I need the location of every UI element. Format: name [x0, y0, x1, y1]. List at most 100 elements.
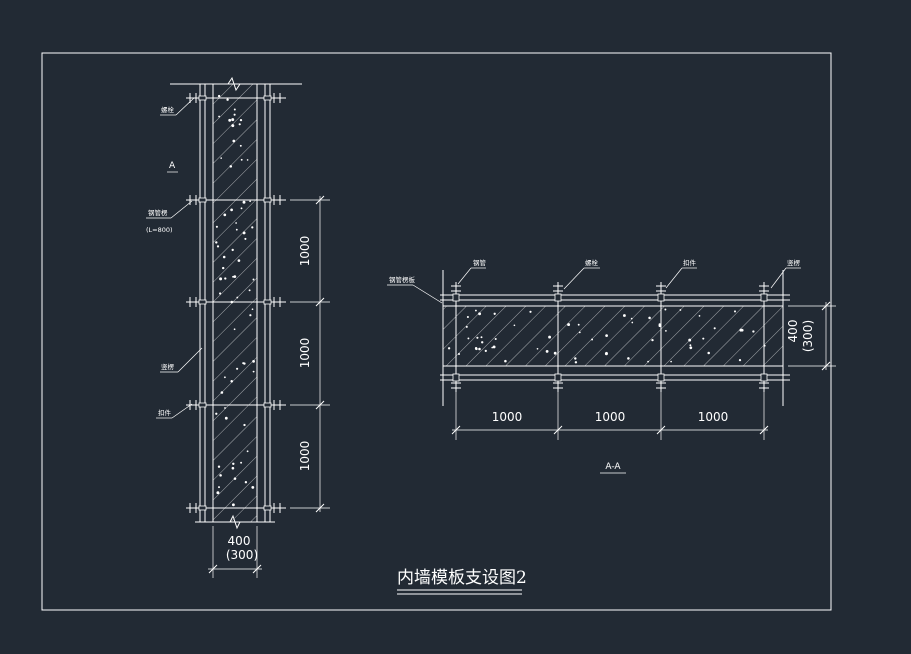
aggregate-dot: [647, 360, 649, 363]
aggregate-dot: [529, 310, 532, 313]
drawing-title-block: 内墙模板支设图2: [397, 568, 527, 595]
aggregate-dot: [224, 407, 226, 409]
sec-spacing-1: 1000: [492, 410, 523, 424]
aggregate-dot: [702, 337, 705, 340]
aggregate-dot: [242, 231, 246, 235]
sec-spacing-2: 1000: [595, 410, 626, 424]
label-length: (L=800): [146, 226, 173, 234]
aggregate-dot: [707, 351, 710, 355]
tie-bolts: [186, 93, 286, 513]
aggregate-dot: [252, 360, 255, 363]
wall-section-a-a: [440, 270, 790, 406]
aggregate-dot: [689, 344, 692, 347]
aggregate-dot: [232, 139, 236, 143]
aggregate-dot: [242, 200, 246, 204]
section-spacing-dimension: 1000 1000 1000: [451, 384, 769, 440]
aggregate-dot: [224, 277, 227, 280]
aggregate-dot: [231, 466, 235, 470]
aggregate-dot: [484, 349, 487, 353]
aggregate-dot: [574, 357, 577, 360]
aggregate-dot: [648, 316, 651, 320]
aggregate-dot: [236, 367, 239, 370]
aggregate-dot: [651, 338, 654, 342]
section-wale-pipe: [657, 373, 665, 382]
aggregate-dot: [233, 328, 236, 331]
wale-pipe: [263, 505, 272, 511]
aggregate-dot: [216, 491, 220, 495]
aggregate-dot: [591, 338, 594, 341]
section-marker-a: A: [169, 161, 176, 171]
label-fastener: 扣件: [158, 408, 172, 417]
wall-elevation: [170, 76, 302, 530]
elev-width: 400: [228, 534, 251, 548]
wale-pipe: [263, 402, 272, 408]
elev-spacing-2: 1000: [298, 338, 312, 369]
aggregate-dot: [220, 157, 222, 159]
section-wale-pipe: [554, 373, 562, 382]
aggregate-dot: [513, 324, 516, 327]
aggregate-dot: [251, 226, 254, 229]
aggregate-dot: [239, 144, 242, 147]
label-vertical-stud: 竖楞: [161, 362, 175, 371]
aggregate-dot: [474, 346, 478, 350]
wale-pipe: [198, 299, 207, 305]
aggregate-dot: [231, 118, 235, 122]
sec-label-steel-pipe: 钢管: [473, 258, 487, 267]
aggregate-dot: [230, 379, 233, 383]
aggregate-dot: [494, 337, 497, 341]
aggregate-dot: [465, 325, 468, 328]
aggregate-dot: [233, 275, 237, 278]
sec-spacing-3: 1000: [698, 410, 729, 424]
aggregate-dot: [738, 358, 742, 362]
aggregate-dot: [218, 486, 220, 489]
aggregate-dot: [217, 94, 221, 98]
drawing-title: 内墙模板支设图2: [397, 568, 527, 588]
aggregate-dot: [217, 465, 221, 468]
aggregate-dot: [545, 349, 549, 353]
section-wale-pipe: [452, 293, 460, 302]
aggregate-dot: [244, 481, 248, 484]
aggregate-dot: [231, 124, 235, 128]
aggregate-dot: [478, 347, 481, 351]
aggregate-dot: [688, 338, 692, 342]
aggregate-dot: [605, 334, 608, 337]
aggregate-dot: [739, 328, 743, 332]
aggregate-dot: [244, 237, 247, 240]
aggregate-dot: [215, 225, 218, 228]
aggregate-dot: [548, 335, 552, 339]
sec-thickness: 400: [786, 320, 800, 343]
aggregate-dot: [670, 360, 672, 363]
aggregate-dot: [237, 259, 241, 262]
aggregate-dot: [236, 296, 239, 299]
concrete-aggregate-dots: [215, 94, 255, 507]
aggregate-dot: [219, 277, 223, 281]
aggregate-dot: [474, 309, 477, 312]
aggregate-dot: [235, 222, 237, 224]
aggregate-dot: [536, 347, 539, 350]
drawing-frame: [41, 52, 832, 611]
aggregate-dot: [447, 347, 451, 350]
elev-width-alt: (300): [226, 548, 258, 562]
wale-pipe: [198, 197, 207, 203]
aggregate-dot: [219, 474, 222, 477]
aggregate-dot: [223, 213, 227, 217]
aggregate-dot: [251, 486, 255, 489]
aggregate-dot: [665, 330, 667, 332]
section-title: A-A: [600, 462, 626, 474]
aggregate-dot: [233, 477, 237, 480]
aggregate-dot: [481, 341, 484, 344]
aggregate-dot: [457, 352, 461, 356]
aggregate-dot: [246, 450, 249, 453]
elevation-labels: 螺栓 A 钢管楞 (L=800) 竖楞 扣件: [146, 97, 203, 419]
aggregate-dot: [249, 200, 251, 203]
aggregate-dot: [252, 278, 255, 281]
aggregate-dot: [249, 314, 252, 317]
aggregate-dot: [226, 98, 229, 101]
section-labels: 钢管楞板 钢管 螺栓 扣件 竖楞: [387, 258, 801, 304]
aggregate-dot: [231, 248, 234, 252]
aggregate-dot: [664, 308, 667, 311]
section-wale-pipe: [452, 373, 460, 382]
label-bolt: 螺栓: [161, 105, 175, 114]
aggregate-dot: [467, 337, 470, 340]
